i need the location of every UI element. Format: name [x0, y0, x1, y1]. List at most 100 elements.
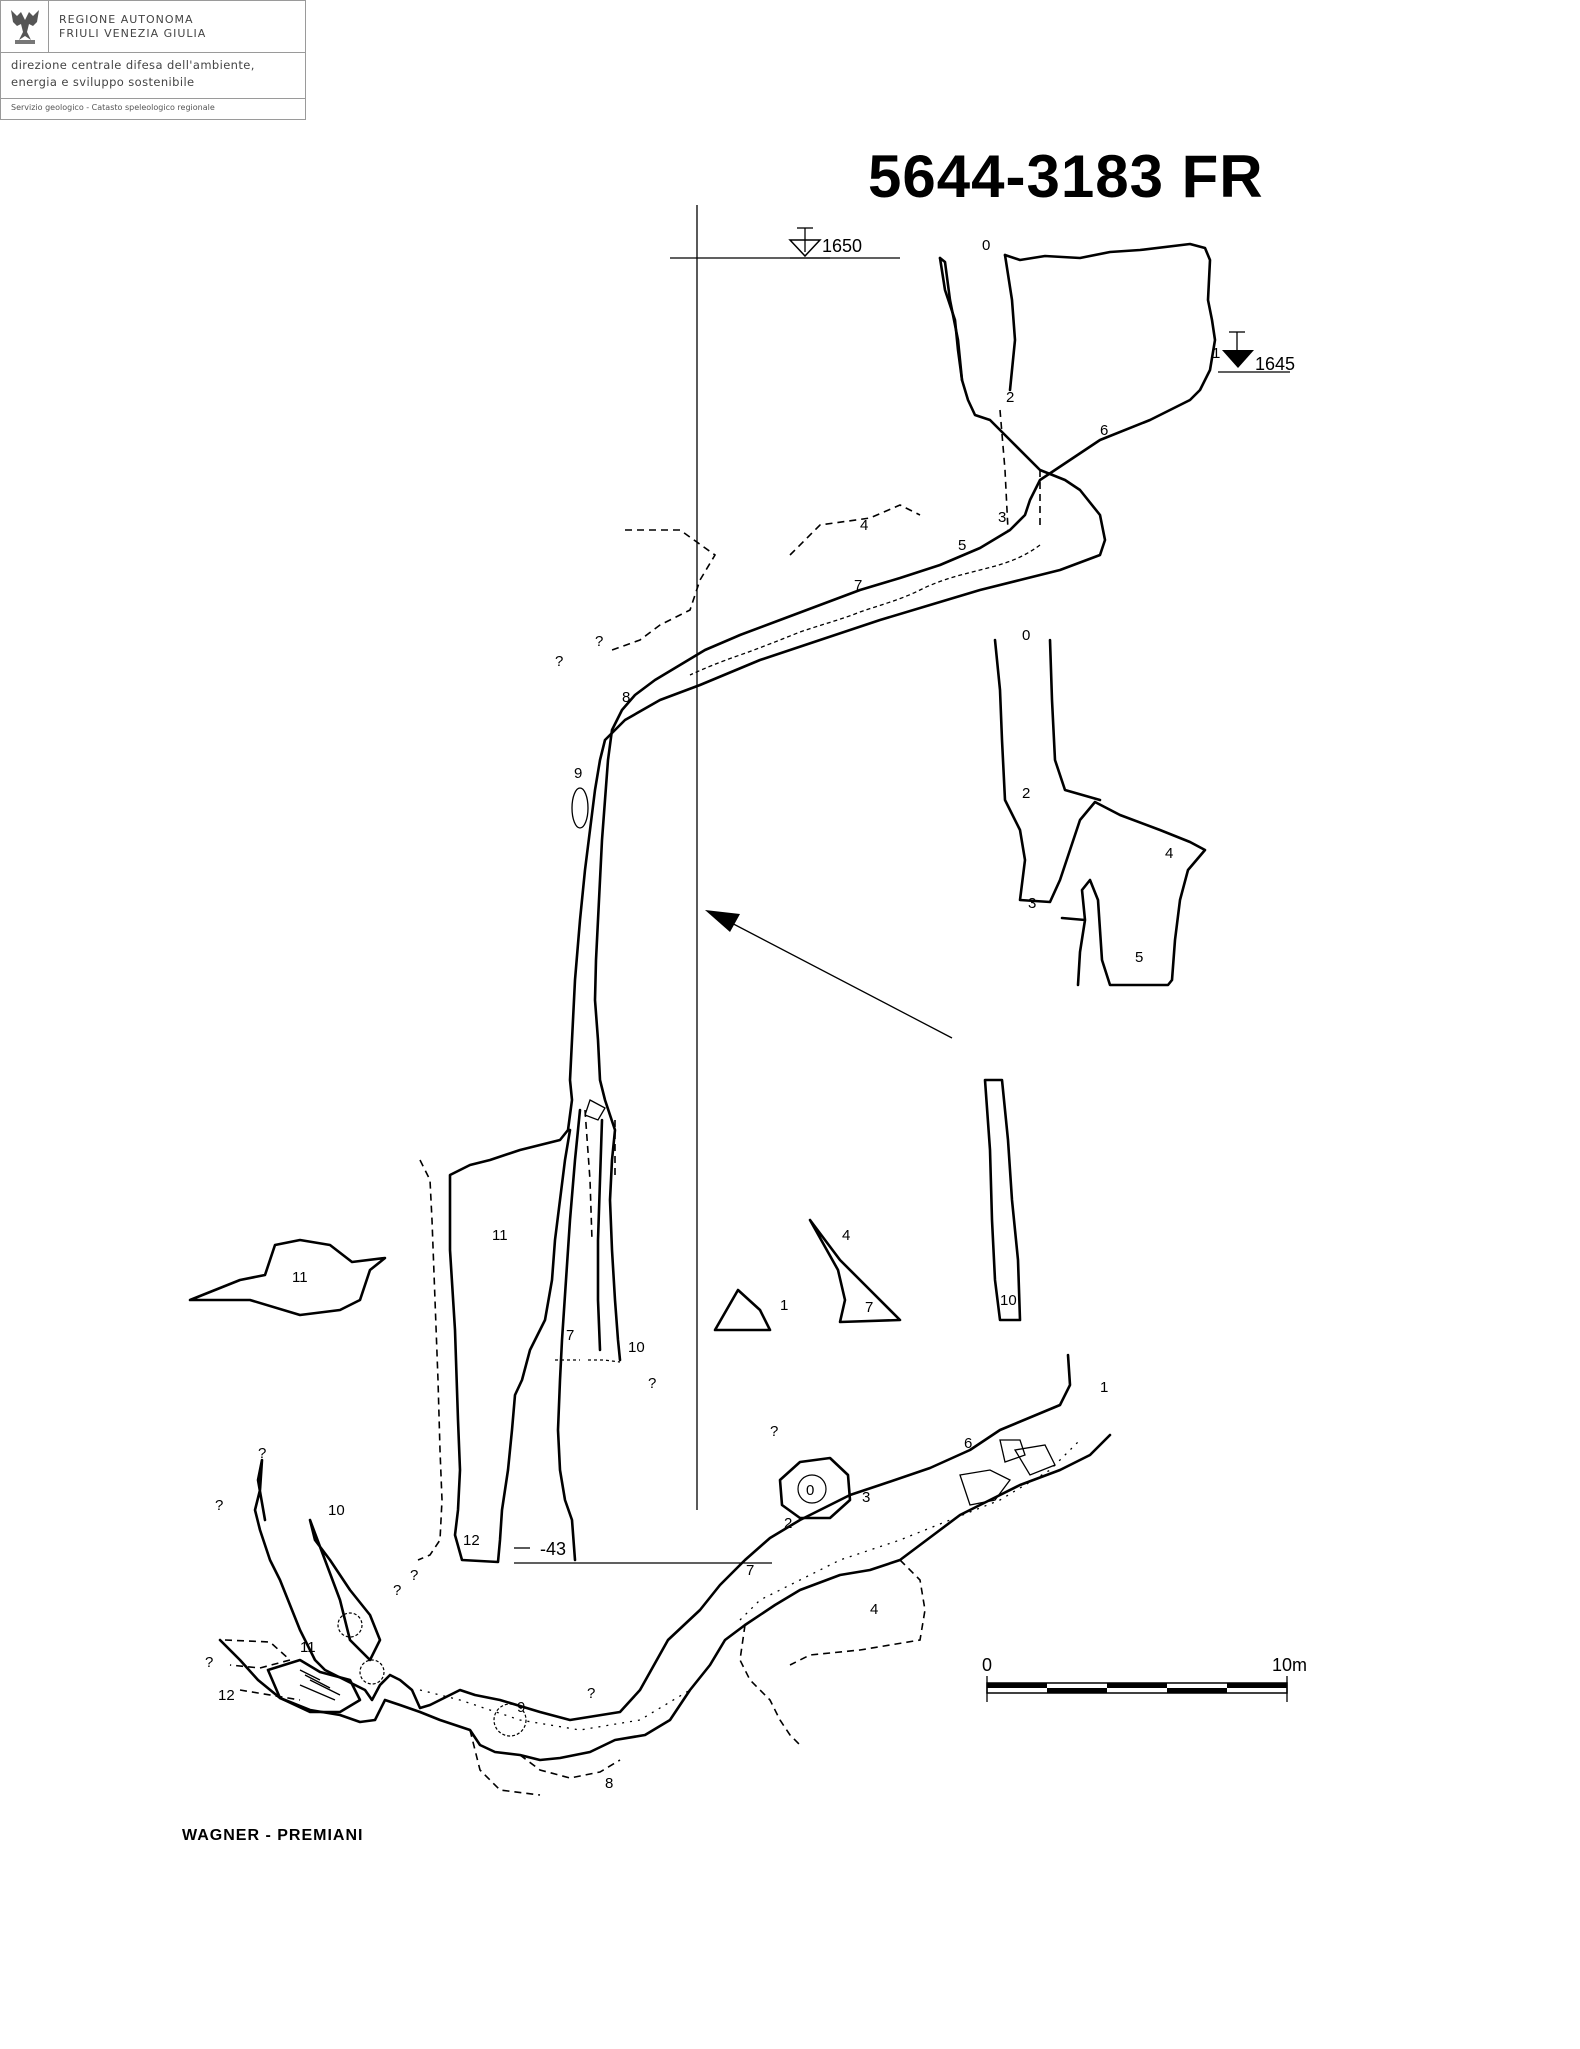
scale-start-label: 0	[982, 1655, 992, 1675]
xsec-station-4: 4	[1165, 845, 1173, 862]
unknown-mark-4: ?	[410, 1567, 418, 1584]
profile-station-7b: 7	[566, 1327, 574, 1344]
profile-dashed-outline-gallery	[789, 504, 921, 556]
profile-station-7: 7	[854, 577, 862, 594]
profile-wall-outer	[448, 256, 1107, 1564]
profile-station-2: 2	[1006, 389, 1014, 406]
unknown-mark-3: ?	[648, 1375, 656, 1392]
entrance-elevation-marker: 1650	[788, 227, 862, 259]
xsec-station-11: 11	[292, 1269, 308, 1286]
plan-unknown-mark-1: ?	[770, 1423, 778, 1440]
plan-dashed-outline-west	[224, 1639, 301, 1701]
plan-branch-12	[266, 1658, 362, 1714]
xsec-station-3: 3	[1028, 895, 1036, 912]
plan-boulder-6	[999, 1439, 1026, 1463]
plan-station-0: 0	[806, 1482, 814, 1499]
scale-segment	[1167, 1688, 1227, 1693]
narrow-passage-window	[571, 787, 589, 829]
profile-station-1: 1	[1212, 345, 1220, 362]
header-region-row: REGIONE AUTONOMA FRIULI VENEZIA GIULIA	[1, 1, 305, 53]
bottom-depth-label: -43	[514, 1539, 566, 1559]
plan-chamber-0	[778, 1456, 852, 1520]
profile-dashed-outline-top	[611, 529, 717, 651]
entrance-elevation: 1650	[822, 236, 862, 256]
plan-unknown-mark-3: ?	[215, 1497, 223, 1514]
xsec-station-0: 0	[1022, 627, 1030, 644]
plan-station-6: 6	[964, 1435, 972, 1452]
plan-station-3: 3	[862, 1489, 870, 1506]
profile-station-3: 3	[998, 509, 1006, 526]
unknown-mark-2: ?	[595, 633, 603, 650]
plan-wall-north	[253, 1353, 1072, 1722]
plan-wall-south	[218, 1433, 1112, 1762]
plan-station-11: 11	[300, 1639, 316, 1656]
plan-unknown-mark-6: ?	[587, 1685, 595, 1702]
shaft-boulder	[584, 1099, 606, 1121]
plan-station-1: 1	[1100, 1379, 1108, 1396]
profile-station-9: 9	[574, 765, 582, 782]
inner-shaft-wall	[596, 1118, 604, 1352]
plan-station-12: 12	[218, 1687, 235, 1704]
cross-section-small-4-7: 4 7	[808, 1218, 902, 1324]
service-name: Servizio geologico - Catasto speleologic…	[11, 103, 215, 112]
upper-section-outline	[993, 638, 1207, 987]
scale-end-label: 10m	[1272, 1655, 1307, 1675]
plan-station-10: 10	[328, 1502, 345, 1519]
profile-wall-inner	[593, 242, 1217, 1362]
profile-station-8: 8	[622, 689, 630, 706]
institution-header: REGIONE AUTONOMA FRIULI VENEZIA GIULIA d…	[0, 0, 306, 120]
plan-unknown-mark-2: ?	[258, 1445, 266, 1462]
profile-station-labels: 0 1 2 3 4 5 6 7 8 9 10 11 12 7 ? ? ? ?	[410, 237, 1220, 1584]
xsec-station-4b: 4	[842, 1227, 850, 1244]
plan-branch-10	[308, 1518, 382, 1662]
eagle-emblem-icon	[11, 10, 39, 44]
plan-station-8: 8	[605, 1775, 613, 1792]
profile-station-6: 6	[1100, 422, 1108, 439]
plan-boulders	[959, 1444, 1056, 1506]
plan-view	[218, 1353, 1112, 1796]
profile-station-5: 5	[958, 537, 966, 554]
region-name-line1: REGIONE AUTONOMA	[59, 13, 194, 26]
scale-bar: 0 10m	[982, 1655, 1307, 1702]
xsec-station-7: 7	[865, 1299, 873, 1316]
shaft-floor-debris	[555, 1359, 621, 1363]
unknown-mark-1: ?	[555, 653, 563, 670]
plan-pit-10	[337, 1612, 363, 1638]
profile-dashed-outline-left	[417, 1159, 443, 1561]
plan-station-labels: 1 2 3 6 7 4 8 9 10 11 12 0 ? ? ? ? ? ?	[205, 1379, 1108, 1792]
region-name-line2: FRIULI VENEZIA GIULIA	[59, 27, 207, 40]
cross-section-small-11: 11	[188, 1238, 387, 1317]
profile-station-11: 11	[492, 1227, 508, 1244]
header-directorate-row: direzione centrale difesa dell'ambiente,…	[1, 53, 305, 99]
cross-section-small-10: 10	[983, 1078, 1022, 1322]
plan-slope-hatching	[299, 1669, 341, 1701]
secondary-entrance-elevation-marker: 1645	[1218, 331, 1295, 374]
profile-station-10: 10	[628, 1339, 645, 1356]
plan-unknown-mark-4: ?	[393, 1582, 401, 1599]
longitudinal-profile	[417, 242, 1217, 1564]
profile-station-12: 12	[463, 1532, 480, 1549]
plan-station-2: 2	[784, 1515, 792, 1532]
xsec-station-10: 10	[1000, 1292, 1017, 1309]
secondary-entrance-elevation: 1645	[1255, 354, 1295, 374]
directorate-line1: direzione centrale difesa dell'ambiente,	[11, 58, 255, 72]
plan-pit-11	[359, 1659, 385, 1685]
profile-station-4: 4	[860, 517, 868, 534]
plan-gravel-fill-west	[419, 1689, 691, 1731]
xsec-station-1: 1	[780, 1297, 788, 1314]
survey-authors: WAGNER - PREMIANI	[182, 1827, 364, 1844]
scale-segment	[1047, 1688, 1107, 1693]
entrance-shaft-walls	[938, 253, 1017, 392]
cross-section-small-1: 1	[713, 1288, 788, 1332]
plan-pit-9	[493, 1703, 527, 1737]
plan-station-7: 7	[746, 1562, 754, 1579]
plan-dashed-outline-south	[469, 1729, 621, 1796]
profile-dashed-shaft	[584, 1109, 616, 1241]
directorate-line2: energia e sviluppo sostenibile	[11, 75, 195, 89]
plan-station-9: 9	[517, 1699, 525, 1716]
plan-dashed-outline	[739, 1559, 926, 1746]
plan-unknown-mark-5: ?	[205, 1654, 213, 1671]
cross-section-upper: 0 2 3 4 5	[993, 627, 1207, 987]
parallel-shaft-wall	[556, 1108, 582, 1562]
